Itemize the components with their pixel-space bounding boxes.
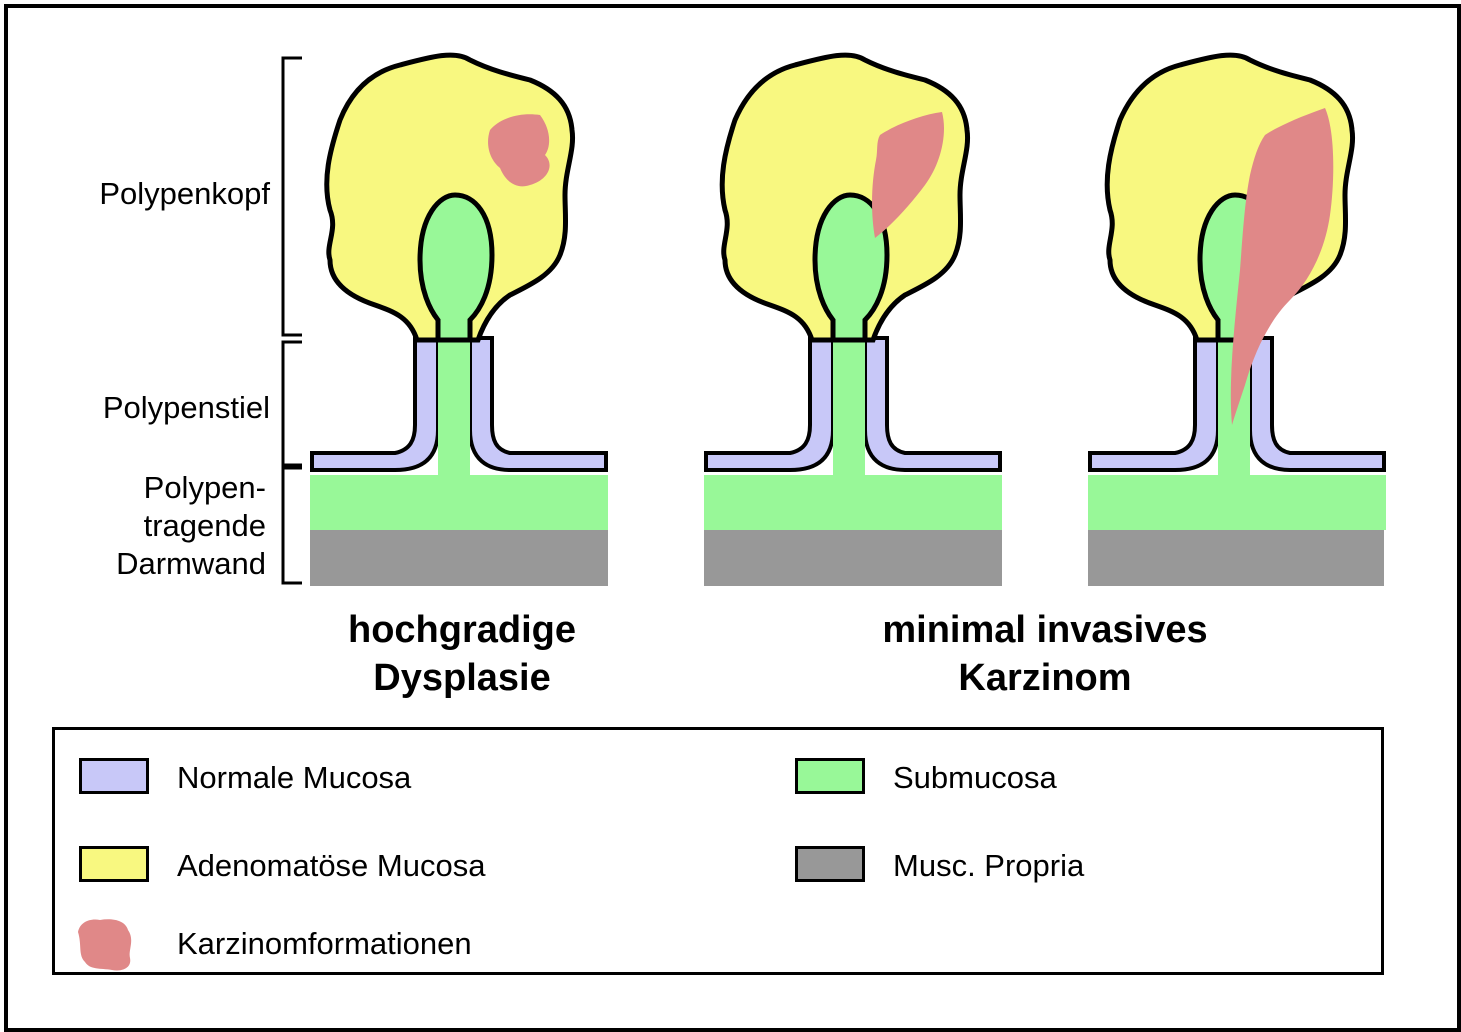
label-wall-line1: Polypen- <box>40 470 266 506</box>
submucosa-stalk-2 <box>833 330 865 475</box>
bracket-wall <box>283 468 302 583</box>
submucosa-base-1 <box>310 475 608 530</box>
legend-label-muscularis-propria: Musc. Propria <box>893 848 1084 884</box>
bracket-head <box>283 58 302 335</box>
legend-swatch-muscularis-propria <box>795 846 865 882</box>
title-right-line2: Karzinom <box>800 654 1290 702</box>
normal-mucosa-right-3 <box>1250 338 1384 470</box>
normal-mucosa-left-3 <box>1090 338 1218 470</box>
normal-mucosa-right-2 <box>865 338 1000 470</box>
legend-label-normal-mucosa: Normale Mucosa <box>177 760 411 796</box>
submucosa-base-3 <box>1088 475 1386 530</box>
legend-label-submucosa: Submucosa <box>893 760 1057 796</box>
polyp-high-grade-dysplasia <box>310 55 608 586</box>
submucosa-stalk-1 <box>438 330 470 475</box>
muscularis-propria-3 <box>1088 530 1384 586</box>
title-left-line1: hochgradige <box>312 606 612 654</box>
legend: Normale Mucosa Submucosa Adenomatöse Muc… <box>52 727 1384 975</box>
legend-label-adenomatous-mucosa: Adenomatöse Mucosa <box>177 848 485 884</box>
title-left-line2: Dysplasie <box>312 654 612 702</box>
polyp-minimal-invasive-1 <box>704 55 1002 586</box>
normal-mucosa-left-1 <box>312 338 438 470</box>
normal-mucosa-left-2 <box>706 338 833 470</box>
legend-swatch-submucosa <box>795 758 865 794</box>
submucosa-base-2 <box>704 475 1002 530</box>
legend-label-carcinoma: Karzinomformationen <box>177 926 472 962</box>
label-wall-line2: tragende <box>40 508 266 544</box>
legend-swatch-adenomatous-mucosa <box>79 846 149 882</box>
muscularis-propria-2 <box>704 530 1002 586</box>
title-right-line1: minimal invasives <box>800 606 1290 654</box>
polyp-minimal-invasive-2 <box>1088 55 1386 586</box>
legend-swatch-normal-mucosa <box>79 758 149 794</box>
normal-mucosa-right-1 <box>470 338 606 470</box>
label-wall-line3: Darmwand <box>40 546 266 582</box>
muscularis-propria-1 <box>310 530 608 586</box>
left-brackets <box>283 58 302 583</box>
label-polyp-stalk: Polypenstiel <box>40 390 270 426</box>
label-polyp-head: Polypenkopf <box>40 176 270 212</box>
bracket-stalk <box>283 342 302 465</box>
